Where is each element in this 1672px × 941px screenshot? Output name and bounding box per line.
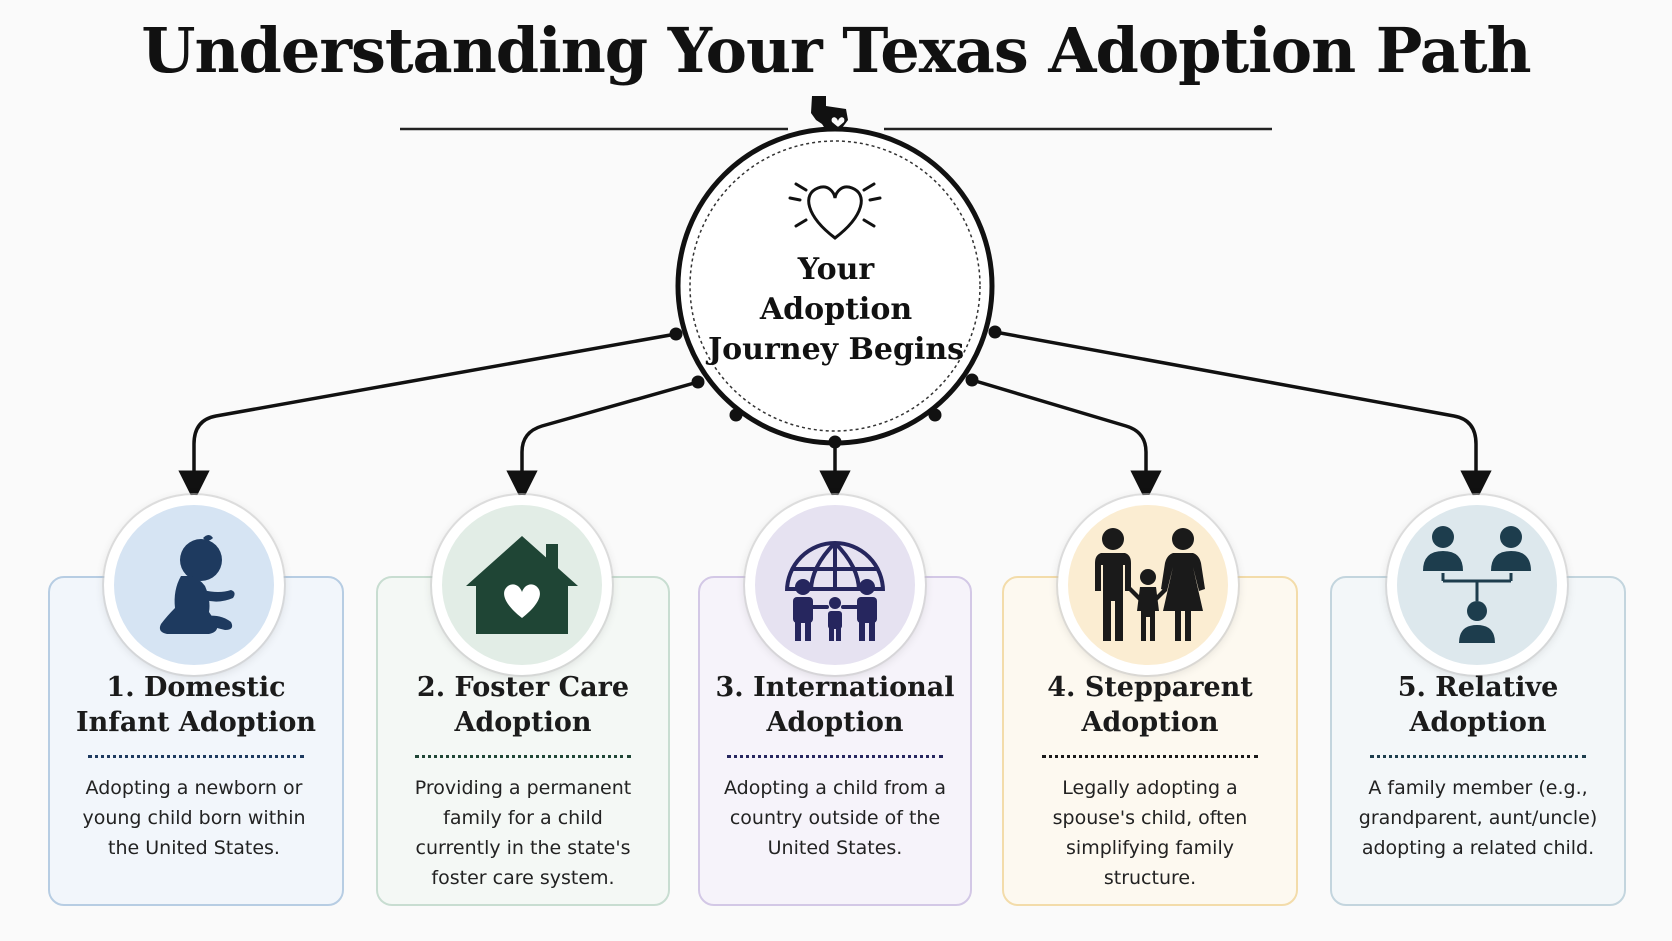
family-icon xyxy=(1095,528,1205,641)
badge-domestic-infant xyxy=(104,495,284,675)
page-title: Understanding Your Texas Adoption Path xyxy=(141,14,1531,87)
card-title: 1. Domestic Infant Adoption xyxy=(56,670,336,740)
card-title-line: Adoption xyxy=(1081,707,1219,738)
card-title: 2. Foster Care Adoption xyxy=(383,670,663,740)
card-description: Providing a permanent family for a child… xyxy=(414,777,632,889)
card-divider xyxy=(1370,755,1586,758)
card-divider xyxy=(1042,755,1258,758)
card-description: Legally adopting a spouse's child, often… xyxy=(1052,777,1248,889)
branch-connectors xyxy=(178,330,1492,502)
badge-background xyxy=(755,505,915,665)
house-heart-icon xyxy=(466,536,578,634)
relative-tree-icon xyxy=(1423,526,1531,643)
badge-relative xyxy=(1387,495,1567,675)
hub-line: Adoption xyxy=(759,292,913,327)
badge-international xyxy=(745,495,925,675)
card-description: A family member (e.g., grandparent, aunt… xyxy=(1358,777,1598,859)
card-divider xyxy=(415,755,631,758)
hub-line: Journey Begins xyxy=(707,332,965,367)
heart-burst-icon xyxy=(788,182,882,240)
card-divider xyxy=(727,755,943,758)
card-title-line: Adoption xyxy=(454,707,592,738)
card-description: Adopting a newborn or young child born w… xyxy=(82,777,306,859)
connector-domestic xyxy=(178,332,677,502)
connector-stepparent xyxy=(971,378,1162,502)
card-title-line: 2. Foster Care xyxy=(416,672,630,703)
baby-icon xyxy=(159,535,235,634)
connector-foster xyxy=(506,380,699,502)
card-title-line: 3. International xyxy=(715,672,955,703)
card-title: 3. International Adoption xyxy=(695,670,975,740)
card-divider xyxy=(88,755,304,758)
globe-family-icon xyxy=(785,541,885,641)
hub-label: Your Adoption Journey Begins xyxy=(680,250,992,370)
badge-background xyxy=(1397,505,1557,665)
card-title: 4. Stepparent Adoption xyxy=(1010,670,1290,740)
card-title-line: Adoption xyxy=(1409,707,1547,738)
badge-background xyxy=(114,505,274,665)
card-title-line: 5. Relative xyxy=(1397,672,1559,703)
hub-line: Your xyxy=(797,252,875,287)
card-title-line: Infant Adoption xyxy=(76,707,316,738)
badge-stepparent xyxy=(1058,495,1238,675)
hub-connector-dots xyxy=(669,325,1002,449)
badge-foster-care xyxy=(432,495,612,675)
card-title: 5. Relative Adoption xyxy=(1338,670,1618,740)
badge-background xyxy=(1068,505,1228,665)
card-title-line: 4. Stepparent xyxy=(1047,672,1253,703)
card-description: Adopting a child from a country outside … xyxy=(723,777,946,859)
connector-relative xyxy=(994,330,1492,502)
card-title-line: Adoption xyxy=(766,707,904,738)
badge-background xyxy=(442,505,602,665)
card-title-line: 1. Domestic xyxy=(106,672,286,703)
